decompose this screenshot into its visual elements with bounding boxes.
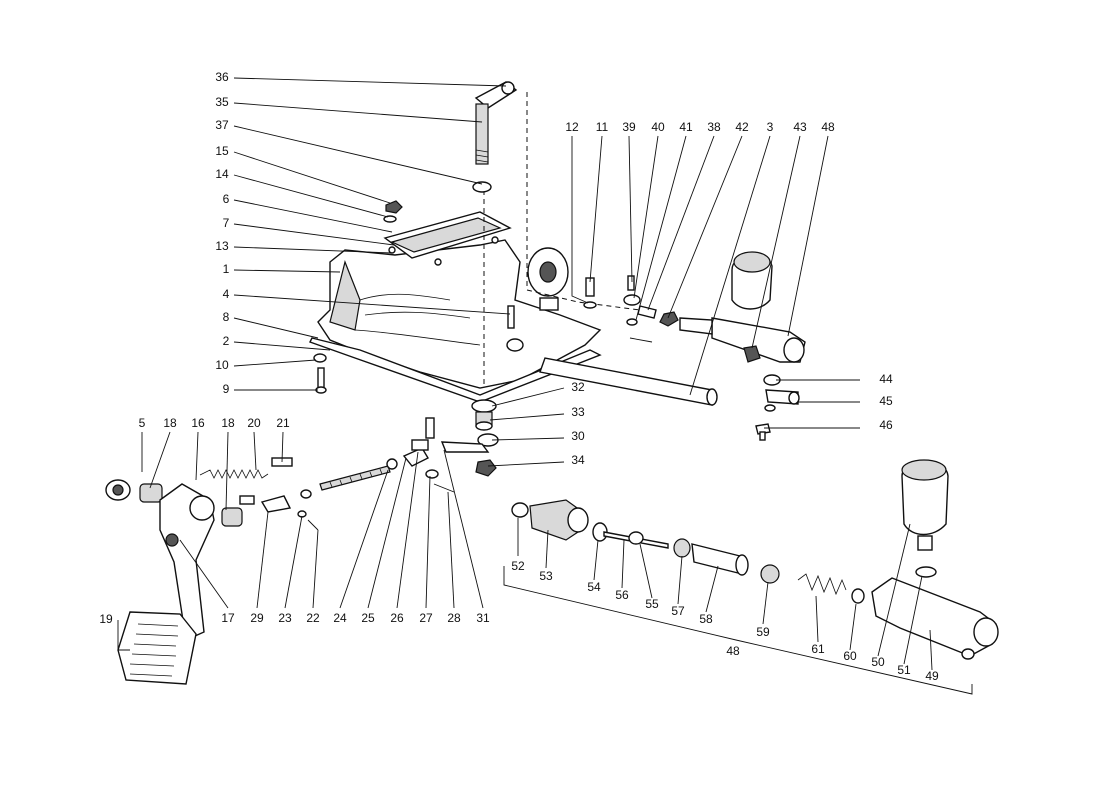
callout-60: 60: [843, 649, 857, 663]
callout-23: 23: [278, 611, 292, 625]
callout-14: 14: [215, 167, 229, 181]
clutch-release-shaft: [539, 357, 718, 406]
callout-30: 30: [571, 429, 585, 443]
callout-22: 22: [306, 611, 320, 625]
callout-32: 32: [571, 380, 585, 394]
callout-48-lower: 48: [726, 644, 740, 658]
callout-35: 35: [215, 95, 229, 109]
pushrod-assembly: [319, 439, 455, 493]
callout-48-upper: 48: [821, 120, 835, 134]
callout-40: 40: [651, 120, 665, 134]
callout-38: 38: [707, 120, 721, 134]
callout-49: 49: [925, 669, 939, 683]
callout-6: 6: [223, 192, 230, 206]
callout-53: 53: [539, 569, 553, 583]
callout-16: 16: [191, 416, 205, 430]
callout-29: 29: [250, 611, 264, 625]
callout-55: 55: [645, 597, 659, 611]
callout-56: 56: [615, 588, 629, 602]
shift-lever-assembly: [383, 81, 518, 223]
callout-25: 25: [361, 611, 375, 625]
callout-15: 15: [215, 144, 229, 158]
callout-8: 8: [223, 310, 230, 324]
callout-46: 46: [879, 418, 893, 432]
callout-21: 21: [276, 416, 290, 430]
callout-18-right: 18: [221, 416, 235, 430]
callout-20: 20: [247, 416, 261, 430]
callout-59: 59: [756, 625, 770, 639]
callout-12: 12: [565, 120, 579, 134]
callout-41: 41: [679, 120, 693, 134]
callout-4: 4: [223, 287, 230, 301]
callout-34: 34: [571, 453, 585, 467]
callout-11: 11: [596, 120, 609, 134]
callout-45: 45: [879, 394, 893, 408]
callout-2: 2: [223, 334, 230, 348]
callout-31: 31: [476, 611, 490, 625]
master-cylinder-fittings: [583, 275, 679, 343]
callout-39: 39: [622, 120, 636, 134]
callout-43: 43: [793, 120, 807, 134]
callout-44: 44: [879, 372, 893, 386]
upper-master-cylinder: [679, 251, 806, 363]
callout-27: 27: [419, 611, 433, 625]
callout-54: 54: [587, 580, 601, 594]
callout-13: 13: [215, 239, 229, 253]
master-cylinder-outlet-fittings: [755, 374, 800, 441]
callout-7: 7: [223, 216, 230, 230]
lever-bushings: [425, 399, 499, 477]
callout-9: 9: [223, 382, 230, 396]
callout-50: 50: [871, 655, 885, 669]
clutch-pedal-assembly: [105, 457, 319, 685]
callout-18-left: 18: [163, 416, 177, 430]
callout-33: 33: [571, 405, 585, 419]
callout-57: 57: [671, 604, 685, 618]
callout-1: 1: [223, 262, 230, 276]
callout-52: 52: [511, 559, 525, 573]
callout-42: 42: [735, 120, 749, 134]
callout-24: 24: [333, 611, 347, 625]
callout-5: 5: [139, 416, 146, 430]
callout-17: 17: [221, 611, 235, 625]
callout-10: 10: [215, 358, 229, 372]
callout-61: 61: [811, 642, 825, 656]
callout-58: 58: [699, 612, 713, 626]
gearbox-cover-housing: [317, 92, 641, 389]
callout-37: 37: [215, 118, 229, 132]
callout-51: 51: [897, 663, 911, 677]
leader-lines: [117, 77, 933, 671]
callout-19: 19: [99, 612, 113, 626]
callout-3: 3: [767, 120, 774, 134]
master-cylinder-exploded: [503, 459, 999, 695]
callout-36: 36: [215, 70, 229, 84]
callout-26: 26: [390, 611, 404, 625]
callout-numbers: 36 35 37 15 14 6 7 13 1 4 8 2 10 9 12 11…: [99, 70, 939, 683]
mounting-bolts: [313, 353, 327, 394]
callout-28: 28: [447, 611, 461, 625]
